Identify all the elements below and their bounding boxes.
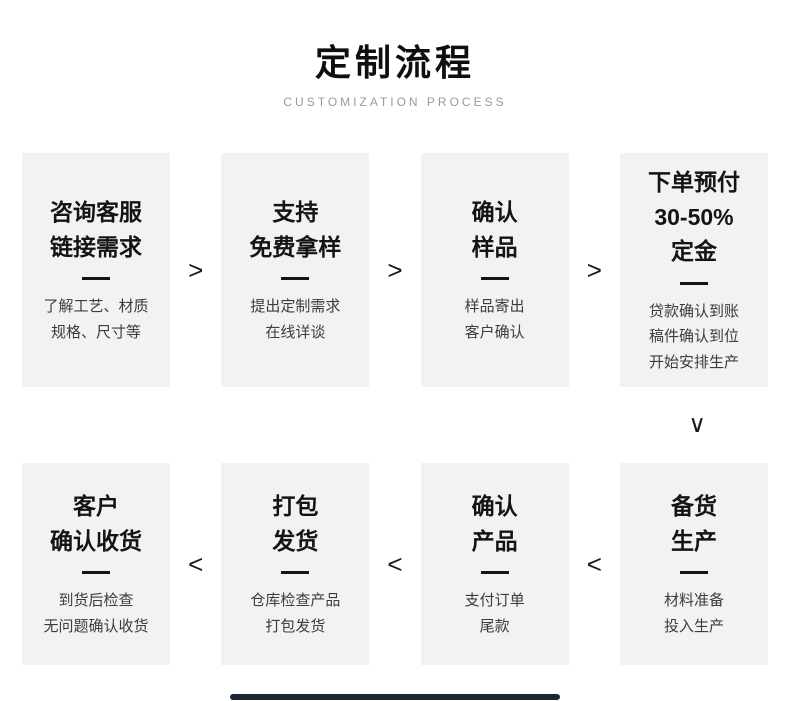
step-desc: 到货后检查 无问题确认收货: [43, 592, 149, 635]
step-title: 下单预付 30-50% 定金: [647, 169, 740, 264]
step-title: 咨询客服 链接需求: [50, 199, 142, 260]
page-subtitle: CUSTOMIZATION PROCESS: [283, 95, 507, 109]
step-divider: [679, 281, 708, 285]
step-divider: [480, 277, 509, 280]
step-desc: 支付订单 尾款: [464, 592, 525, 635]
step-desc: 了解工艺、材质 规格、尺寸等: [43, 298, 149, 341]
step-desc: 贷款确认到账 稿件确认到位 开始安排生产: [648, 302, 739, 371]
step-card-pay-deposit: 下单预付 30-50% 定金 贷款确认到账 稿件确认到位 开始安排生产: [619, 153, 768, 387]
right-arrow-icon: >: [586, 255, 602, 285]
step-card-confirm-product: 确认 产品 支付订单 尾款: [420, 463, 569, 665]
step-desc: 材料准备 投入生产: [663, 592, 724, 635]
flow-row-bottom: 客户 确认收货 到货后检查 无问题确认收货 < 打包 发货 仓库检查产品 打包发…: [0, 463, 790, 665]
page-header: 定制流程 CUSTOMIZATION PROCESS: [0, 0, 790, 109]
step-card-confirm-sample: 确认 样品 样品寄出 客户确认: [420, 153, 569, 387]
step-title: 确认 样品: [471, 199, 518, 260]
left-arrow-icon: <: [387, 549, 403, 579]
left-arrow-icon: <: [188, 549, 204, 579]
step-title: 打包 发货: [272, 493, 319, 554]
step-divider: [82, 277, 110, 280]
step-divider: [679, 571, 708, 574]
step-title: 备货 生产: [670, 493, 717, 554]
row-connector: ∨: [0, 387, 790, 463]
step-card-confirm-receipt: 客户 确认收货 到货后检查 无问题确认收货: [22, 463, 170, 665]
flow-row-top: 咨询客服 链接需求 了解工艺、材质 规格、尺寸等 > 支持 免费拿样 提出定制需…: [0, 153, 790, 387]
left-arrow-icon: <: [586, 549, 602, 579]
step-desc: 样品寄出 客户确认: [464, 298, 525, 341]
step-title: 确认 产品: [471, 493, 518, 554]
down-arrow-icon: ∨: [688, 411, 706, 438]
step-divider: [281, 571, 310, 574]
bottom-indicator-bar: [230, 694, 560, 700]
step-desc: 提出定制需求 在线详谈: [250, 298, 341, 341]
step-desc: 仓库检查产品 打包发货: [250, 592, 341, 635]
step-title: 支持 免费拿样: [249, 199, 342, 260]
step-card-stock-production: 备货 生产 材料准备 投入生产: [619, 463, 768, 665]
step-divider: [82, 571, 110, 574]
right-arrow-icon: >: [387, 255, 403, 285]
step-card-consult-service: 咨询客服 链接需求 了解工艺、材质 规格、尺寸等: [22, 153, 170, 387]
step-card-pack-ship: 打包 发货 仓库检查产品 打包发货: [221, 463, 370, 665]
step-title: 客户 确认收货: [50, 493, 142, 554]
step-card-free-sample: 支持 免费拿样 提出定制需求 在线详谈: [221, 153, 370, 387]
right-arrow-icon: >: [188, 255, 204, 285]
step-divider: [281, 277, 310, 280]
page-title: 定制流程: [314, 42, 475, 83]
step-divider: [480, 571, 509, 574]
